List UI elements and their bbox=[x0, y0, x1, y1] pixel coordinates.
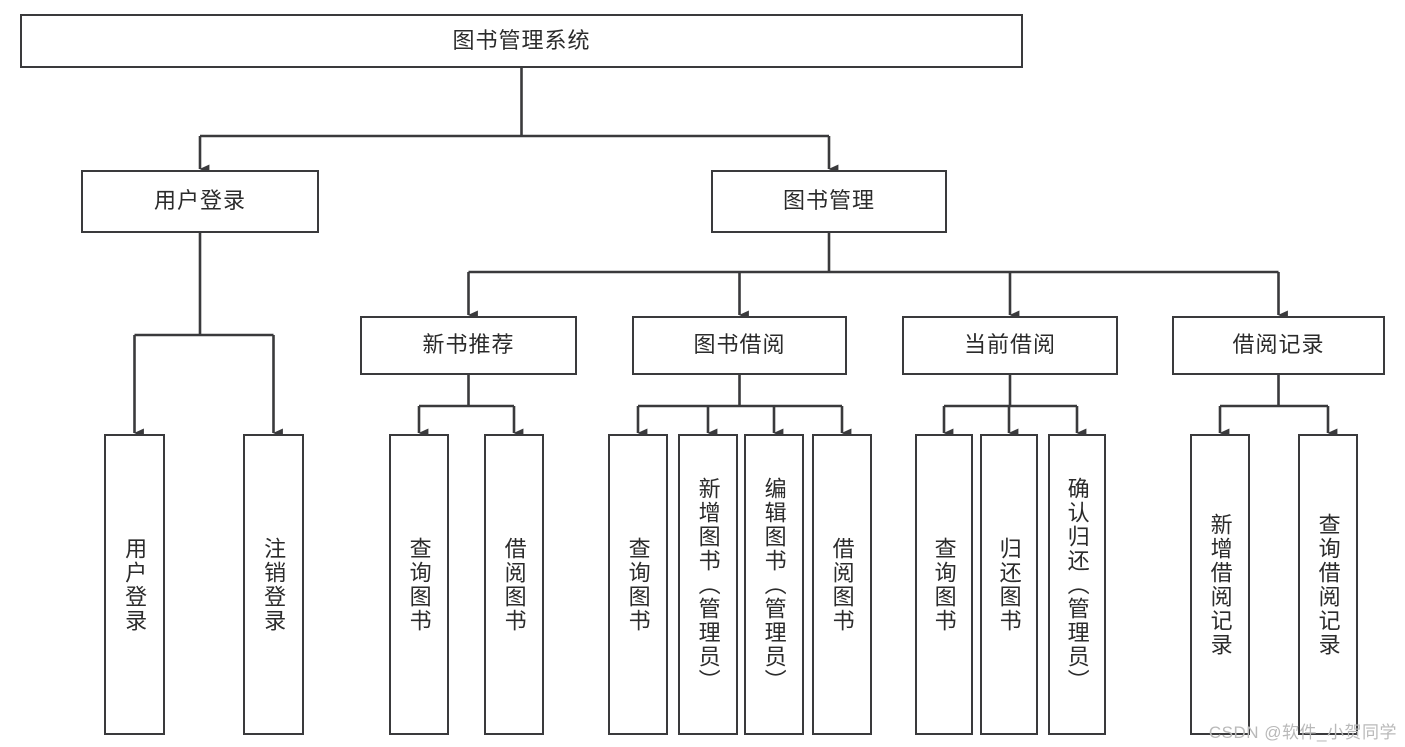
edge-from-bookmgr bbox=[467, 233, 1288, 320]
node-label: 用户登录 bbox=[153, 188, 246, 214]
node-label: 查询图书 bbox=[625, 536, 651, 633]
node-root[interactable]: 图书管理系统 bbox=[20, 14, 1023, 68]
node-leaf-borrow-edit[interactable]: 编辑图书（管理员） bbox=[744, 434, 804, 735]
node-login[interactable]: 用户登录 bbox=[81, 170, 319, 233]
node-label: 查询借阅记录 bbox=[1315, 512, 1341, 657]
node-label: 查询图书 bbox=[406, 536, 432, 633]
node-leaf-user-logout[interactable]: 注销登录 bbox=[243, 434, 304, 735]
node-label: 查询图书 bbox=[931, 536, 957, 633]
edge-from-borrow bbox=[636, 375, 852, 438]
node-leaf-borrow-query[interactable]: 查询图书 bbox=[608, 434, 668, 735]
node-leaf-rec-add[interactable]: 新增借阅记录 bbox=[1190, 434, 1250, 735]
edge-from-login bbox=[133, 233, 283, 438]
edge-group bbox=[133, 68, 1338, 438]
node-label: 归还图书 bbox=[996, 536, 1022, 633]
node-leaf-cur-query[interactable]: 查询图书 bbox=[915, 434, 973, 735]
node-borrow[interactable]: 图书借阅 bbox=[632, 316, 847, 375]
node-label: 确认归还（管理员） bbox=[1064, 476, 1090, 693]
node-label: 当前借阅 bbox=[963, 332, 1056, 358]
node-label: 图书管理系统 bbox=[452, 27, 591, 53]
node-leaf-borrow-lend[interactable]: 借阅图书 bbox=[812, 434, 872, 735]
node-label: 编辑图书（管理员） bbox=[761, 476, 787, 693]
node-label: 借阅图书 bbox=[501, 536, 527, 633]
node-leaf-new-borrow[interactable]: 借阅图书 bbox=[484, 434, 544, 735]
node-current[interactable]: 当前借阅 bbox=[902, 316, 1118, 375]
node-leaf-cur-return[interactable]: 归还图书 bbox=[980, 434, 1038, 735]
node-label: 图书借阅 bbox=[693, 332, 786, 358]
node-leaf-borrow-add[interactable]: 新增图书（管理员） bbox=[678, 434, 738, 735]
edge-from-newbook bbox=[417, 375, 524, 438]
node-label: 新增借阅记录 bbox=[1207, 512, 1233, 657]
node-label: 借阅图书 bbox=[829, 536, 855, 633]
node-label: 新书推荐 bbox=[422, 332, 515, 358]
node-label: 新增图书（管理员） bbox=[695, 476, 721, 693]
node-records[interactable]: 借阅记录 bbox=[1172, 316, 1385, 375]
edge-from-current bbox=[942, 375, 1087, 438]
node-leaf-cur-confirm[interactable]: 确认归还（管理员） bbox=[1048, 434, 1106, 735]
node-label: 注销登录 bbox=[261, 536, 287, 633]
node-leaf-rec-query[interactable]: 查询借阅记录 bbox=[1298, 434, 1358, 735]
edge-from-root bbox=[198, 68, 839, 174]
node-label: 借阅记录 bbox=[1232, 332, 1325, 358]
watermark: CSDN @软件_小贺同学 bbox=[1208, 723, 1397, 742]
node-newbook[interactable]: 新书推荐 bbox=[360, 316, 577, 375]
edge-from-records bbox=[1218, 375, 1338, 438]
node-leaf-new-query[interactable]: 查询图书 bbox=[389, 434, 449, 735]
node-label: 用户登录 bbox=[122, 536, 148, 633]
node-bookmgr[interactable]: 图书管理 bbox=[711, 170, 947, 233]
node-label: 图书管理 bbox=[782, 188, 875, 214]
node-leaf-user-login[interactable]: 用户登录 bbox=[104, 434, 165, 735]
